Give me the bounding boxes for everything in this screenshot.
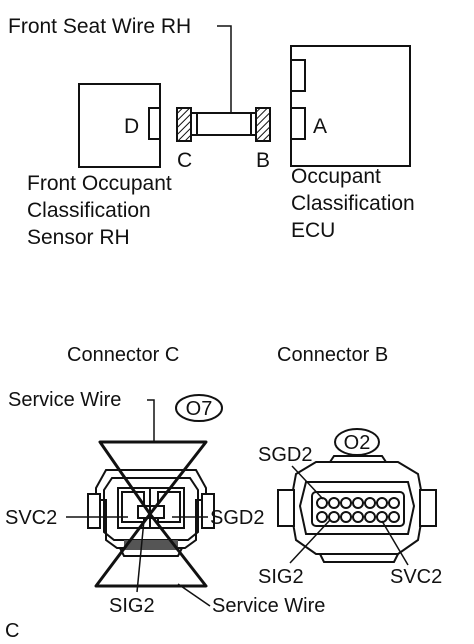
ecu-upper-port <box>290 59 306 92</box>
connector-c-letter: C <box>177 149 192 172</box>
connector-b-inner-shell <box>298 481 416 535</box>
connector-b-sgd2-label: SGD2 <box>258 444 312 466</box>
connector-b-pin <box>376 511 388 523</box>
connector-c-code-oval <box>175 394 223 422</box>
ecu-name-line-3: ECU <box>291 219 335 242</box>
connector-b-svc2-leader <box>381 520 409 566</box>
connector-b-sgd2-leader <box>291 465 324 500</box>
connector-a-letter: A <box>313 115 327 138</box>
connector-b-title: Connector B <box>277 344 388 366</box>
connector-b-terminals <box>316 497 400 523</box>
sensor-name-line-1: Front Occupant <box>27 172 172 195</box>
connector-c-inner-shell <box>103 477 199 541</box>
sensor-connector-d <box>148 107 161 140</box>
sensor-name-line-2: Classification <box>27 199 151 222</box>
connector-c-left-tab <box>87 493 101 529</box>
connector-b-pin <box>316 497 328 509</box>
sensor-name-line-3: Sensor RH <box>27 226 130 249</box>
connector-c-code: O7 <box>186 398 213 420</box>
top-system-diagram: Front Seat Wire RH D C B A Front Occupan… <box>8 15 415 249</box>
connector-c-right-tab <box>201 493 215 529</box>
connector-b-pin <box>316 511 328 523</box>
connector-b-sig2-label: SIG2 <box>258 566 304 588</box>
connector-b-code: O2 <box>344 432 371 454</box>
connector-b-right-tab <box>419 489 437 527</box>
connector-b-svc2-label: SVC2 <box>390 566 442 588</box>
connector-b-pin <box>340 497 352 509</box>
service-wire-loop <box>94 440 208 588</box>
connector-b-pin <box>388 511 400 523</box>
connector-b-pin <box>328 511 340 523</box>
connector-c-bottom-rib <box>124 540 178 550</box>
connector-b-pin <box>340 511 352 523</box>
ecu-connector-a <box>290 107 306 140</box>
occupant-ecu-box <box>290 45 411 167</box>
ecu-name-line-1: Occupant <box>291 165 381 188</box>
connector-b-pin <box>388 497 400 509</box>
connector-b-pin <box>364 511 376 523</box>
occupant-sensor-box <box>78 83 161 168</box>
connector-c-svc2-label: SVC2 <box>5 507 57 529</box>
connector-c-sig2-leader <box>136 519 145 593</box>
service-wire-bottom-leader <box>177 583 211 607</box>
connector-b-pin <box>352 497 364 509</box>
connector-b-sig2-leader <box>289 519 331 564</box>
wire-label-leader <box>217 25 232 113</box>
connector-c-title: Connector C <box>67 344 179 366</box>
wire-connector-c <box>176 107 192 142</box>
connector-b-pin <box>376 497 388 509</box>
connector-b-view: Connector B O2 SGD2 <box>258 344 442 588</box>
wire-connector-b <box>255 107 271 142</box>
figure-code: C <box>5 620 19 642</box>
connector-b-pin <box>364 497 376 509</box>
front-seat-wire-label: Front Seat Wire RH <box>8 15 191 38</box>
service-wire-bottom-label: Service Wire <box>212 595 325 617</box>
service-wire-top-label: Service Wire <box>8 389 121 411</box>
connector-b-pin <box>328 497 340 509</box>
service-wire-top-leader <box>147 399 155 442</box>
connector-c-view: Connector C Service Wire O7 SVC2 SGD2 SI… <box>5 344 325 617</box>
connector-d-letter: D <box>124 115 139 138</box>
ecu-name-line-2: Classification <box>291 192 415 215</box>
connector-b-letter: B <box>256 149 270 172</box>
connector-b-top-latch <box>329 455 387 463</box>
connector-b-pin <box>352 511 364 523</box>
connector-b-left-tab <box>277 489 295 527</box>
connector-c-sig2-label: SIG2 <box>109 595 155 617</box>
connector-c-sgd2-label: SGD2 <box>210 507 264 529</box>
connector-b-bottom-lip <box>319 553 399 563</box>
